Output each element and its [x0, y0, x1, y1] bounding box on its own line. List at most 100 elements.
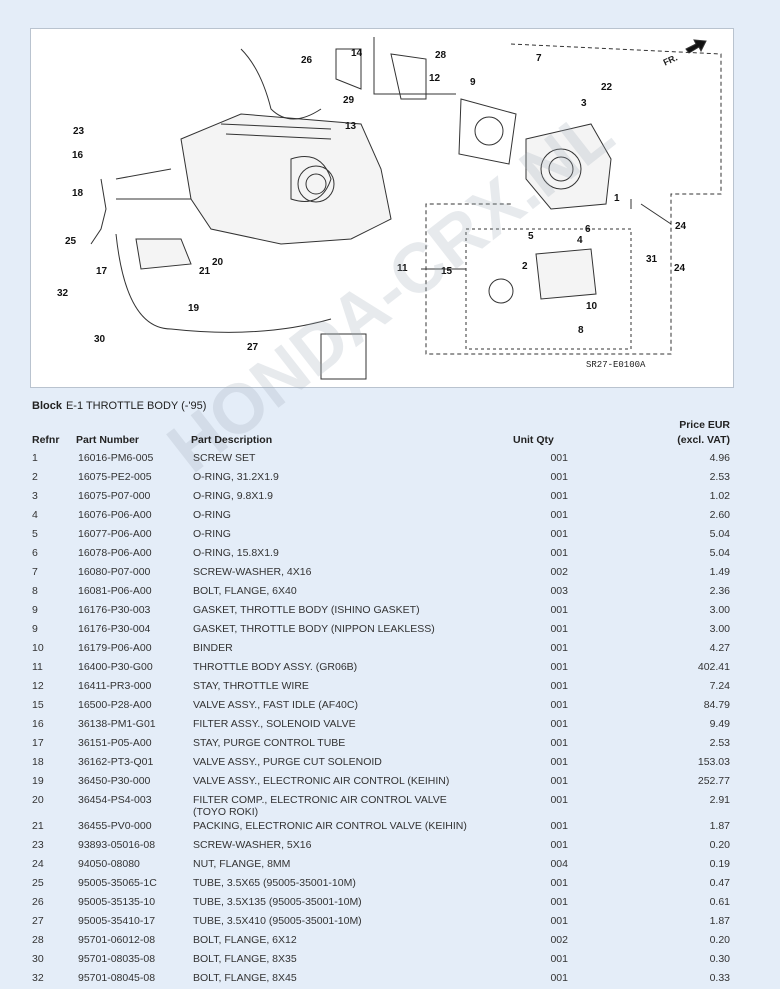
header-description: Part Description	[191, 434, 273, 446]
description-cell: SCREW SET	[193, 452, 256, 464]
part-number-cell: 16411-PR3-000	[78, 680, 152, 692]
description-cell: NUT, FLANGE, 8MM	[193, 858, 291, 870]
price-cell: 84.79	[703, 699, 730, 711]
price-cell: 0.20	[709, 934, 730, 946]
callout: 5	[528, 231, 534, 242]
callout: 8	[578, 325, 584, 336]
callout: 24	[674, 263, 686, 274]
unit-qty-cell: 001	[550, 839, 568, 851]
description-cell: O-RING	[193, 509, 231, 521]
callout: 6	[585, 224, 591, 235]
callout: 10	[586, 301, 598, 312]
part-number-cell: 36162-PT3-Q01	[78, 756, 154, 768]
part-number-cell: 16076-P06-A00	[78, 509, 152, 521]
refnr-cell: 19	[32, 775, 44, 787]
refnr-cell: 6	[32, 547, 38, 559]
callout: 2	[522, 261, 528, 272]
callout: 16	[72, 150, 84, 161]
part-number-cell: 36450-P30-000	[78, 775, 151, 787]
unit-qty-cell: 001	[550, 699, 568, 711]
description-cell: VALVE ASSY., FAST IDLE (AF40C)	[193, 699, 358, 711]
price-cell: 2.36	[709, 585, 730, 597]
callout: 19	[188, 303, 200, 314]
refnr-cell: 11	[32, 661, 43, 673]
part-number-cell: 94050-08080	[78, 858, 140, 870]
price-cell: 0.47	[709, 877, 730, 889]
price-cell: 1.49	[709, 566, 730, 578]
refnr-cell: 20	[32, 794, 44, 806]
price-cell: 7.24	[709, 680, 730, 692]
diagram-code: SR27-E0100A	[586, 360, 646, 370]
callout: 1	[614, 193, 620, 204]
block-label: Block	[32, 400, 62, 412]
callout: 20	[212, 257, 224, 268]
description-cell: SCREW-WASHER, 4X16	[193, 566, 312, 578]
unit-qty-cell: 001	[550, 471, 568, 483]
callout: 7	[536, 53, 542, 64]
refnr-cell: 27	[32, 915, 44, 927]
description-cell: O-RING, 31.2X1.9	[193, 471, 279, 483]
price-cell: 0.20	[709, 839, 730, 851]
header-price-line2: (excl. VAT)	[677, 434, 730, 446]
refnr-cell: 30	[32, 953, 44, 965]
description-cell: GASKET, THROTTLE BODY (NIPPON LEAKLESS)	[193, 623, 435, 635]
refnr-cell: 10	[32, 642, 44, 654]
unit-qty-cell: 001	[550, 737, 568, 749]
callout: 3	[581, 98, 587, 109]
part-number-cell: 95005-35410-17	[78, 915, 156, 927]
refnr-cell: 5	[32, 528, 38, 540]
description-cell: BINDER	[193, 642, 233, 654]
description-cell: O-RING, 9.8X1.9	[193, 490, 273, 502]
header-unit-qty: Unit Qty	[513, 434, 554, 446]
description-cell: FILTER COMP., ELECTRONIC AIR CONTROL VAL…	[193, 794, 447, 818]
refnr-cell: 3	[32, 490, 38, 502]
price-cell: 0.30	[709, 953, 730, 965]
description-cell: PACKING, ELECTRONIC AIR CONTROL VALVE (K…	[193, 820, 467, 832]
part-number-cell: 95701-06012-08	[78, 934, 156, 946]
callout: 32	[57, 288, 69, 299]
price-cell: 3.00	[709, 604, 730, 616]
refnr-cell: 21	[32, 820, 44, 832]
refnr-cell: 24	[32, 858, 44, 870]
refnr-cell: 15	[32, 699, 44, 711]
description-cell: VALVE ASSY., PURGE CUT SOLENOID	[193, 756, 382, 768]
description-cell: THROTTLE BODY ASSY. (GR06B)	[193, 661, 358, 673]
price-cell: 5.04	[709, 547, 730, 559]
unit-qty-cell: 003	[550, 585, 568, 597]
refnr-cell: 26	[32, 896, 44, 908]
refnr-cell: 23	[32, 839, 44, 851]
callout: 22	[601, 82, 613, 93]
refnr-cell: 12	[32, 680, 44, 692]
unit-qty-cell: 004	[550, 858, 568, 870]
description-cell: BOLT, FLANGE, 8X35	[193, 953, 297, 965]
callout: 26	[301, 55, 313, 66]
unit-qty-cell: 001	[550, 877, 568, 889]
description-cell: BOLT, FLANGE, 8X45	[193, 972, 297, 984]
price-cell: 252.77	[697, 775, 730, 787]
refnr-cell: 28	[32, 934, 44, 946]
unit-qty-cell: 001	[550, 509, 568, 521]
block-name: E-1 THROTTLE BODY (-'95)	[65, 400, 207, 412]
part-number-cell: 95005-35065-1C	[78, 877, 157, 889]
callout: 29	[343, 95, 355, 106]
parts-diagram: FR. SR27-E0100A 26 14 28 12 29 13 7 22 3…	[30, 28, 734, 388]
part-number-cell: 16078-P06-A00	[78, 547, 152, 559]
